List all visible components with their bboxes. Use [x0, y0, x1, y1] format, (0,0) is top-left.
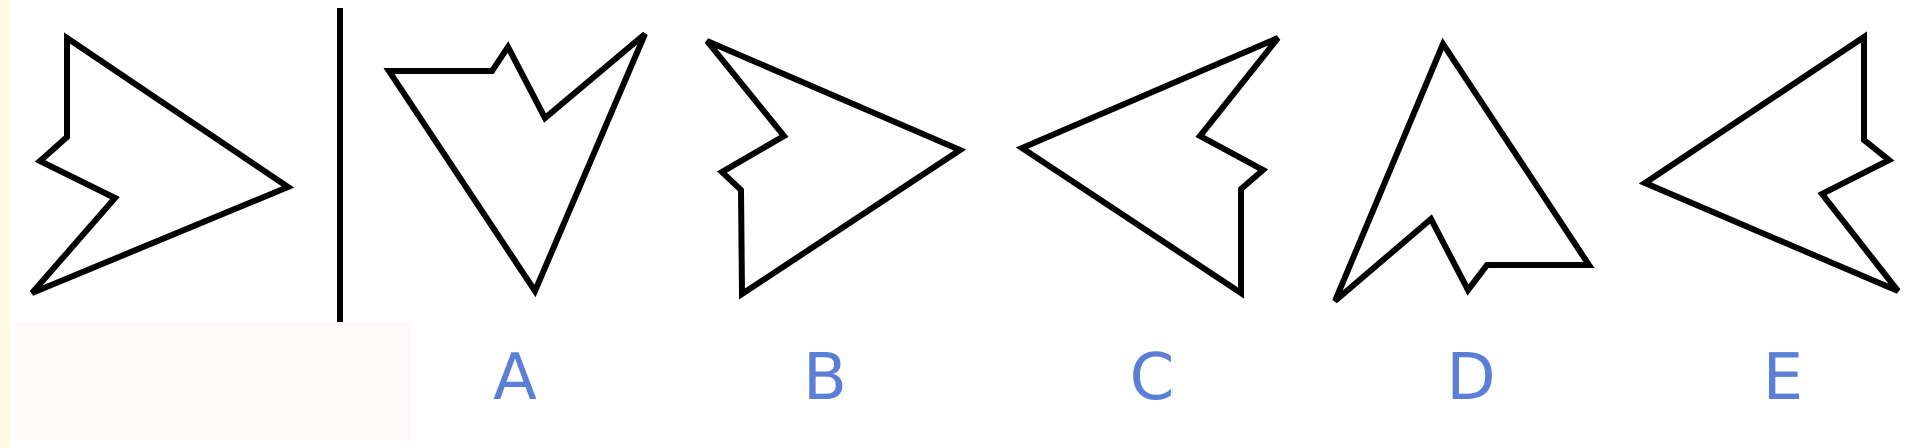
option-a-label[interactable]: A — [493, 341, 537, 415]
option-c-figure[interactable] — [1015, 35, 1281, 299]
option-e-figure[interactable] — [1638, 31, 1901, 294]
left-margin-strip — [0, 0, 10, 448]
option-e-label[interactable]: E — [1762, 341, 1804, 415]
option-d-figure[interactable] — [1332, 37, 1595, 304]
option-b-label[interactable]: B — [803, 341, 847, 415]
question-figure — [29, 32, 295, 296]
option-c-label[interactable]: C — [1129, 341, 1175, 415]
option-d-label[interactable]: D — [1446, 341, 1496, 415]
option-b-figure[interactable] — [704, 38, 967, 300]
option-a-figure[interactable] — [383, 31, 648, 298]
blank-answer-area — [15, 322, 411, 440]
